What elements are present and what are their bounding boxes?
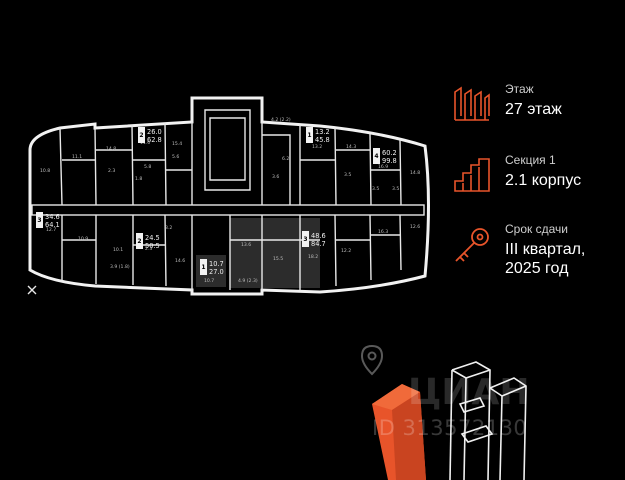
apartment-living-area: 60.2 [382, 149, 397, 157]
floor-plan-outline [28, 96, 430, 296]
apartment-living-area: 24.5 [145, 234, 160, 242]
room-area: 16.9 [378, 164, 388, 170]
room-area: 18.2 [308, 254, 318, 260]
apartment-badge[interactable]: 3 34.6 64.1 [36, 212, 60, 229]
room-area: 6.2 [282, 156, 289, 162]
room-area: 10.7 [204, 278, 214, 284]
floor-stack-icon [454, 86, 490, 121]
deadline-label: Срок сдачи [505, 222, 568, 236]
apartment-badge[interactable]: 2 24.5 50.5 [136, 233, 160, 250]
room-area-labels: 10.8 11.1 14.8 11.6 15.4 5.6 4.2 (2.2) 6… [40, 117, 420, 284]
apartment-living-area: 10.7 [209, 260, 224, 268]
apartment-living-area: 48.6 [311, 232, 326, 240]
room-area: 3.9 (1.8) [110, 264, 130, 270]
apartment-total-area: 27.0 [209, 268, 224, 276]
apartment-rooms: 3 [303, 236, 307, 243]
apartment-rooms: 2 [137, 238, 141, 245]
room-area: 2.3 [108, 168, 115, 174]
room-area: 4.2 (2.2) [271, 117, 291, 123]
room-area: 15.4 [172, 141, 182, 147]
room-area: 16.3 [378, 229, 388, 235]
apartment-rooms: 3 [37, 217, 41, 224]
room-area: 3.5 [392, 186, 399, 192]
apartment-badge[interactable]: 1 10.7 27.0 [200, 259, 224, 276]
apartment-badge[interactable]: 4 60.2 99.8 [373, 148, 397, 165]
room-area: 14.3 [346, 144, 356, 150]
apartment-living-area: 13.2 [315, 128, 330, 136]
apartment-total-area: 84.7 [311, 240, 326, 248]
room-area: 5.8 [144, 164, 151, 170]
deadline-value-line1: III квартал, [505, 241, 586, 258]
room-area: 14.6 [175, 258, 185, 264]
apartment-total-area: 45.8 [315, 136, 330, 144]
room-area: 10.1 [113, 247, 123, 253]
section-label: Секция 1 [505, 153, 556, 167]
apartment-living-area: 26.0 [147, 128, 162, 136]
apartment-rooms: 2 [139, 132, 143, 139]
room-area: 14.8 [410, 170, 420, 176]
room-area: 11.1 [72, 154, 82, 160]
room-area: 12.6 [410, 224, 420, 230]
compass-icon [27, 285, 37, 295]
apartment-rooms: 4 [374, 153, 378, 160]
room-area: 10.9 [78, 236, 88, 242]
room-area: 3.2 [165, 225, 172, 231]
room-area: 4.9 (2.3) [238, 278, 258, 284]
section-info: Секция 1 2.1 корпус [453, 153, 623, 213]
section-stairs-icon [454, 158, 490, 192]
room-area: 15.5 [273, 256, 283, 262]
room-area: 5.6 [172, 154, 179, 160]
other-towers [449, 361, 527, 480]
room-area: 2.3 [145, 246, 152, 252]
apartment-total-area: 64.1 [45, 221, 60, 229]
deadline-info: Срок сдачи III квартал, 2025 год [453, 222, 623, 292]
floor-info: Этаж 27 этаж [453, 82, 623, 142]
apartment-total-area: 62.8 [147, 136, 162, 144]
apartment-total-area: 50.5 [145, 242, 160, 250]
room-area: 3.5 [372, 186, 379, 192]
apartment-badge[interactable]: 1 13.2 45.8 [306, 127, 330, 144]
room-area: 11.6 [140, 140, 150, 146]
floor-label: Этаж [505, 82, 534, 96]
floor-value: 27 этаж [505, 101, 562, 118]
interior-walls [59, 109, 402, 290]
room-area: 13.2 [312, 144, 322, 150]
room-area: 12.7 [46, 227, 56, 233]
building-3d-illustration[interactable] [330, 340, 570, 480]
selected-tower[interactable] [372, 384, 426, 480]
section-value: 2.1 корпус [505, 172, 582, 189]
watermark-brand: ЦИАН [408, 372, 530, 413]
apartment-badge[interactable]: 2 26.0 62.8 [138, 127, 162, 144]
apartment-total-area: 99.8 [382, 157, 397, 165]
corridor [31, 204, 425, 216]
location-pin-icon [360, 344, 384, 376]
room-area: 3.5 [344, 172, 351, 178]
apartment-rooms: 1 [307, 132, 311, 139]
deadline-value-line2: 2025 год [505, 260, 569, 277]
apartment-living-area: 34.6 [45, 213, 60, 221]
room-area: 13.6 [241, 242, 251, 248]
watermark-id: ID 313572130 [372, 416, 528, 440]
room-area: 1.8 [135, 176, 142, 182]
key-icon [455, 228, 489, 262]
apartment-rooms: 1 [201, 264, 205, 271]
room-area: 10.8 [40, 168, 50, 174]
room-area: 3.6 [272, 174, 279, 180]
room-area: 14.8 [106, 146, 116, 152]
apartment-highlight[interactable] [230, 218, 320, 288]
room-area: 12.2 [341, 248, 351, 254]
apartment-badge[interactable]: 3 48.6 84.7 [302, 231, 326, 248]
